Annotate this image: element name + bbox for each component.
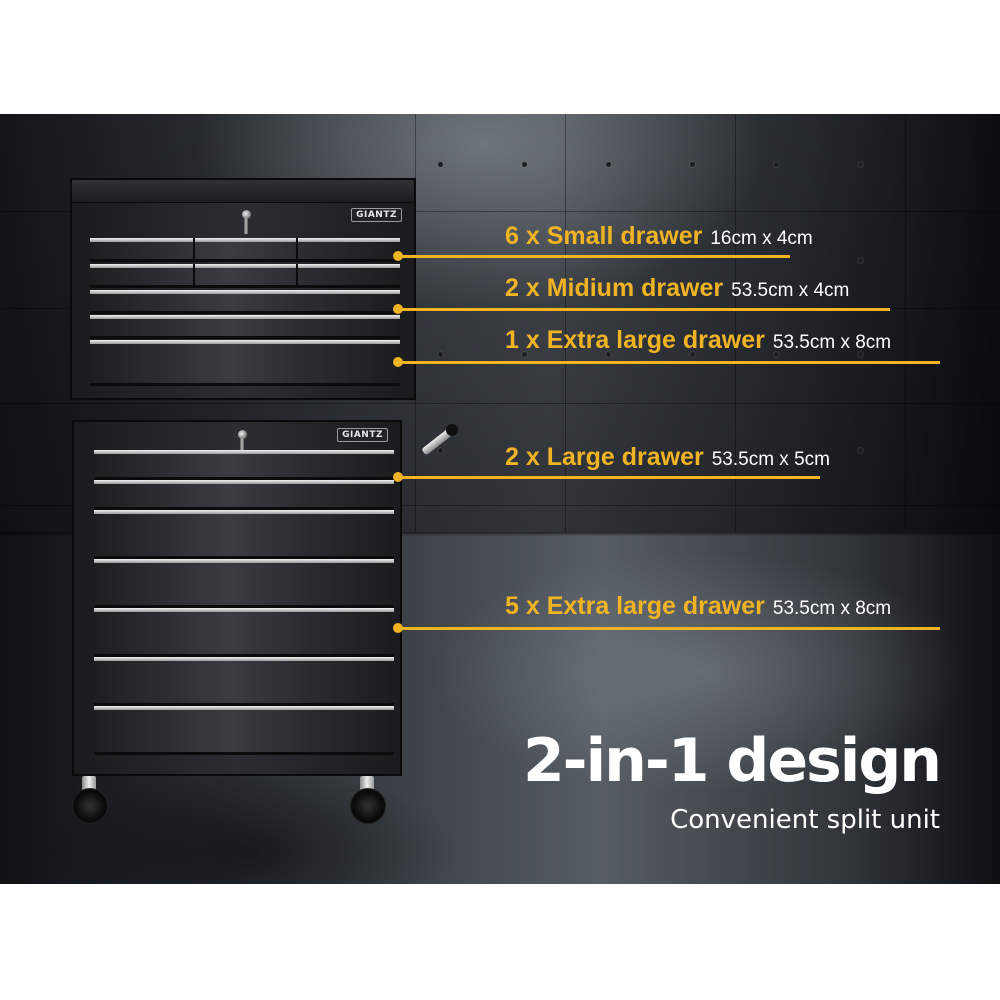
wall-bolt <box>858 448 863 453</box>
extra-large-drawer[interactable] <box>94 657 394 706</box>
drawer-handle[interactable] <box>90 340 400 344</box>
drawer-handle[interactable] <box>90 264 400 268</box>
headline: 2-in-1 design <box>522 726 942 796</box>
callout-line <box>398 627 940 630</box>
callout-line <box>398 308 890 311</box>
medium-drawer[interactable] <box>90 315 400 339</box>
drawer-divider <box>193 238 195 259</box>
top-tool-chest: GIANTZ <box>70 178 416 400</box>
drawer-handle[interactable] <box>94 510 394 514</box>
wall-bolt <box>522 162 527 167</box>
wall-bolt <box>438 162 443 167</box>
lock-icon <box>242 210 251 219</box>
drawer-handle[interactable] <box>90 238 400 242</box>
brand-logo: GIANTZ <box>351 208 402 222</box>
wall-bolt <box>606 162 611 167</box>
wall-bolt <box>690 162 695 167</box>
wall-seam <box>0 505 1000 506</box>
callout-dimensions: 16cm x 4cm <box>710 228 813 249</box>
subline: Convenient split unit <box>670 805 940 835</box>
wall-bolt <box>438 448 443 453</box>
callout-dimensions: 53.5cm x 4cm <box>731 280 850 301</box>
drawer-divider <box>296 238 298 259</box>
medium-drawer[interactable] <box>90 290 400 314</box>
callout-line <box>398 476 820 479</box>
caster-wheel-icon <box>72 776 110 824</box>
brand-logo: GIANTZ <box>337 428 388 442</box>
extra-large-drawer[interactable] <box>94 706 394 755</box>
drawer-divider <box>296 264 298 285</box>
key-icon <box>240 438 244 454</box>
extra-large-drawer[interactable] <box>94 510 394 559</box>
callout-extra-large-drawer: 1 x Extra large drawer 53.5cm x 8cm <box>505 326 891 355</box>
lock-icon <box>238 430 247 439</box>
drawer-handle[interactable] <box>90 315 400 319</box>
callout-extra-large-drawer-bottom: 5 x Extra large drawer 53.5cm x 8cm <box>505 592 891 621</box>
callout-line <box>398 255 790 258</box>
extra-large-drawer[interactable] <box>94 559 394 608</box>
wall-bolt <box>774 352 779 357</box>
wall-bolt <box>690 352 695 357</box>
drawer-handle[interactable] <box>90 290 400 294</box>
callout-name: 2 x Large drawer <box>505 443 704 471</box>
wall-seam <box>735 114 736 532</box>
wall-bolt <box>774 162 779 167</box>
large-drawer[interactable] <box>94 480 394 510</box>
drawer-handle[interactable] <box>94 480 394 484</box>
small-drawer-row[interactable] <box>90 238 400 262</box>
drawer-divider <box>193 264 195 285</box>
drawer-handle[interactable] <box>94 706 394 710</box>
extra-large-drawer[interactable] <box>94 608 394 657</box>
wall-bolt <box>858 258 863 263</box>
wall-seam <box>905 114 906 532</box>
chest-lid <box>72 180 414 203</box>
drawer-handle[interactable] <box>94 608 394 612</box>
callout-name: 1 x Extra large drawer <box>505 326 765 354</box>
wall-bolt <box>438 352 443 357</box>
callout-small-drawer: 6 x Small drawer 16cm x 4cm <box>505 222 813 251</box>
small-drawer-row[interactable] <box>90 264 400 288</box>
key-icon <box>244 218 248 234</box>
callout-dimensions: 53.5cm x 8cm <box>772 332 892 353</box>
large-drawer[interactable] <box>94 450 394 480</box>
callout-name: 6 x Small drawer <box>505 222 703 250</box>
callout-line <box>398 361 940 364</box>
wall-bolt <box>606 352 611 357</box>
wall-seam <box>565 114 566 532</box>
bottom-tool-cabinet: GIANTZ <box>72 420 402 776</box>
callout-dimensions: 53.5cm x 5cm <box>711 449 830 470</box>
wall-bolt <box>522 352 527 357</box>
drawer-handle[interactable] <box>94 559 394 563</box>
extra-large-drawer[interactable] <box>90 340 400 386</box>
drawer-handle[interactable] <box>94 657 394 661</box>
caster-wheel-icon <box>350 776 388 824</box>
callout-medium-drawer: 2 x Midium drawer 53.5cm x 4cm <box>505 274 849 303</box>
callout-name: 2 x Midium drawer <box>505 274 724 302</box>
callout-large-drawer: 2 x Large drawer 53.5cm x 5cm <box>505 443 830 472</box>
drawer-handle[interactable] <box>94 450 394 454</box>
wall-seam <box>0 403 1000 404</box>
callout-name: 5 x Extra large drawer <box>505 592 765 620</box>
wall-seam <box>0 211 1000 212</box>
floor-edge <box>0 532 1000 536</box>
callout-dimensions: 53.5cm x 8cm <box>772 598 892 619</box>
wall-bolt <box>858 352 863 357</box>
handle-knob-icon <box>446 424 458 436</box>
wall-bolt <box>858 162 863 167</box>
